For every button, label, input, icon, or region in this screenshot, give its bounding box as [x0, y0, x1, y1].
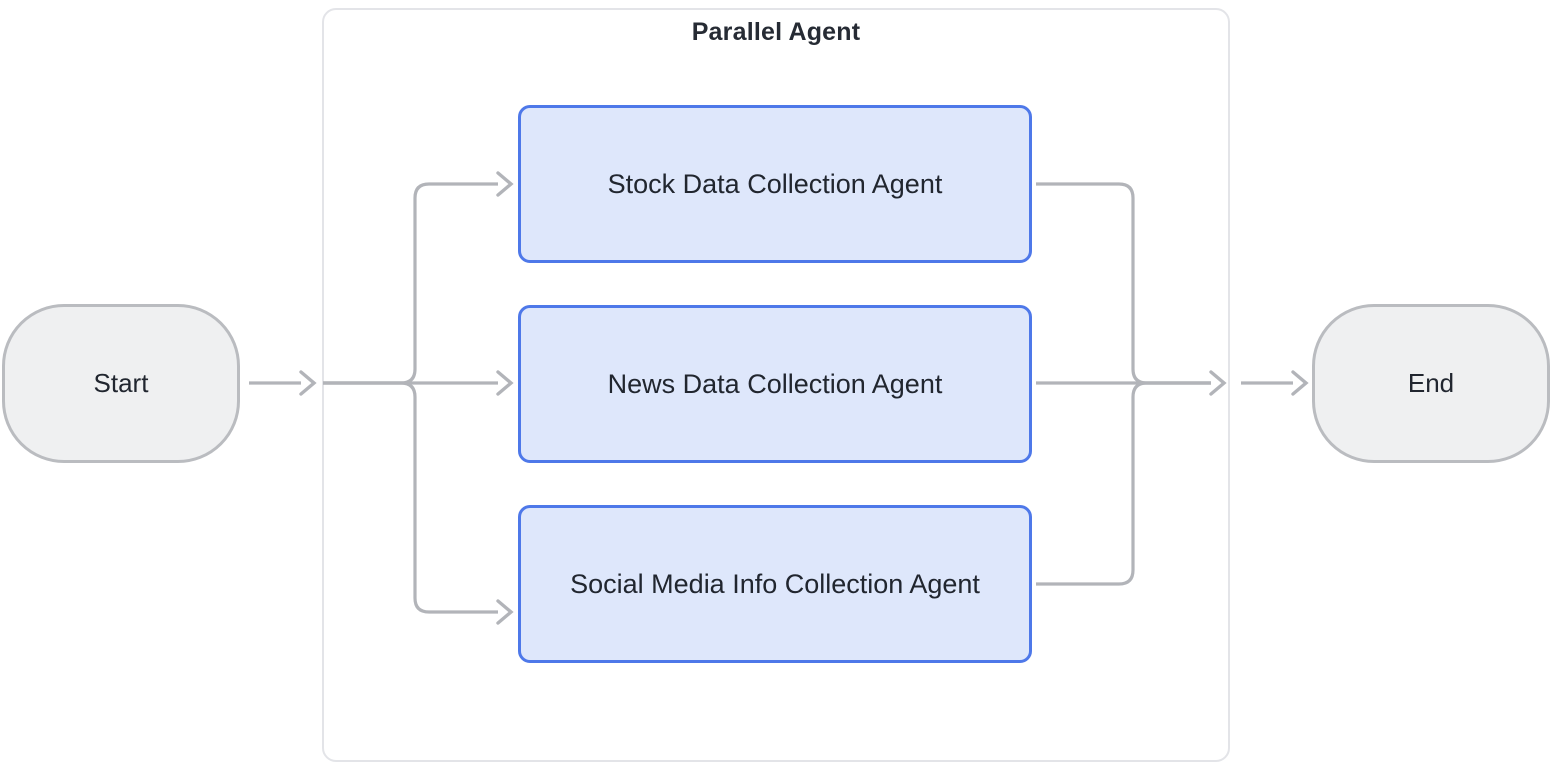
arrowhead-container-to-end [1291, 370, 1309, 396]
arrowhead-start-to-container [299, 370, 317, 396]
parallel-agent-title: Parallel Agent [691, 18, 861, 46]
news-data-collection-agent-label: News Data Collection Agent [607, 368, 943, 399]
social-media-info-collection-agent-label: Social Media Info Collection Agent [570, 568, 980, 599]
news-data-collection-agent-node: News Data Collection Agent [518, 305, 1032, 463]
start-node-label: Start [93, 368, 149, 398]
social-media-info-collection-agent-node: Social Media Info Collection Agent [518, 505, 1032, 663]
stock-data-collection-agent-label: Stock Data Collection Agent [607, 168, 943, 199]
end-node-label: End [1407, 368, 1455, 398]
start-node: Start [2, 304, 240, 463]
stock-data-collection-agent-node: Stock Data Collection Agent [518, 105, 1032, 263]
end-node: End [1312, 304, 1550, 463]
